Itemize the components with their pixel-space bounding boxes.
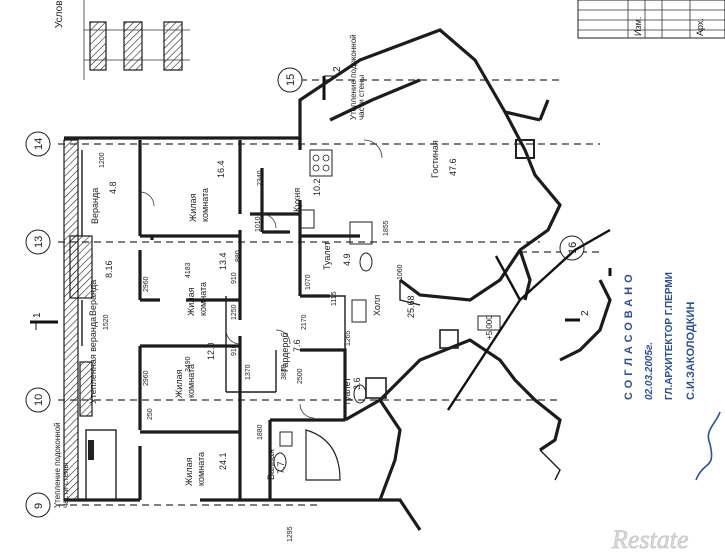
dim-1010: 1010 [255, 216, 262, 232]
stamp-name: С.И.ЗАКОЛОДКИН [685, 302, 697, 400]
dim-910a: 910 [231, 272, 238, 284]
hall-walls [344, 279, 612, 501]
label-veranda-1: Веранда [90, 188, 100, 224]
room-labels: Веранда 4.8 Жилая комната 16.4 Жилая ком… [53, 34, 494, 508]
dim-2960a: 2960 [143, 276, 150, 292]
dim-1115: 1115 [331, 291, 338, 306]
title-block-arh: Арх. [695, 18, 705, 36]
dim-1370: 1370 [245, 364, 252, 380]
area-living-room-1: 16.4 [216, 160, 226, 178]
label-insulation-note-1: Утепление подоконной [53, 422, 62, 508]
dim-910b: 910 [231, 344, 238, 356]
label-living-room-1: Жилая [188, 193, 198, 222]
dimensions: 1200 2340 1010 2960 2960 4183 3490 2170 … [99, 152, 404, 542]
dim-1070: 1070 [305, 274, 312, 290]
dim-4183: 4183 [185, 262, 192, 278]
fixtures [273, 149, 501, 481]
signature [695, 411, 721, 481]
axis-13: 13 [33, 236, 45, 248]
axis-10: 10 [33, 394, 45, 406]
label-living-room-1b: комната [200, 188, 210, 222]
stamp-approved: СОГЛАСОВАНО [623, 270, 635, 400]
label-veranda-2: Веранда [88, 280, 98, 316]
legend-heading: Услов [54, 0, 65, 28]
label-living-room-4: Жилая [184, 457, 194, 486]
stamp-architect: ГЛ.АРХИТЕКТОР Г.ПЕРМИ [664, 272, 675, 400]
dim-1295: 1295 [287, 526, 294, 542]
area-living-hall: 47.6 [448, 158, 458, 176]
label-closet: Гардероб [280, 332, 290, 372]
dim-1520: 1520 [103, 314, 110, 330]
label-living-room-3b: комната [186, 364, 196, 398]
area-kitchen: 10.2 [312, 178, 322, 196]
label-insulation-note-2: части стены [61, 463, 70, 508]
stamp-date: 02.03.2005г. [644, 342, 655, 400]
area-toilet-2: 3.6 [352, 377, 362, 390]
label-bathroom: Ванная [266, 449, 276, 480]
axis-15: 15 [285, 74, 297, 86]
axis-14: 14 [33, 138, 45, 150]
dim-1200: 1200 [99, 152, 106, 168]
dim-2340: 2340 [257, 170, 264, 186]
dim-1855: 1855 [383, 220, 390, 236]
label-hall: Холл [372, 295, 382, 316]
area-hall: 25.68 [406, 295, 416, 318]
dim-3830: 3830 [281, 364, 288, 380]
approval-stamp[interactable]: СОГЛАСОВАНО 02.03.2005г. ГЛ.АРХИТЕКТОР Г… [623, 270, 721, 481]
watermark-logo: Restate [611, 525, 689, 554]
exterior-walls [63, 136, 300, 502]
section-2-right: 2 [580, 310, 591, 316]
dim-1880: 1880 [257, 424, 264, 440]
area-closet: 7.6 [292, 339, 302, 352]
area-living-room-2: 13.4 [218, 252, 228, 270]
dim-3490: 3490 [185, 356, 192, 372]
label-toilet-2: Туалет [342, 378, 352, 406]
section-marks: 1 2 2 [30, 66, 612, 330]
wall-section-details: Услов [54, 0, 190, 80]
title-block-izm: Изм. [633, 17, 643, 36]
dim-250: 250 [147, 408, 154, 420]
elevation-mark: +5.000 [485, 315, 494, 340]
label-toilet-1: Туалет [322, 242, 332, 270]
area-living-room-3: 12.0 [206, 342, 216, 360]
area-bathroom: 7.7 [276, 461, 286, 474]
dim-2500: 2500 [297, 368, 304, 384]
section-1-left: 1 [32, 312, 43, 318]
area-veranda-1: 4.8 [108, 181, 118, 194]
area-living-room-4: 24.1 [218, 452, 228, 470]
dim-2960b: 2960 [143, 370, 150, 386]
doors [139, 139, 383, 419]
dim-1265: 1265 [345, 330, 352, 346]
section-2-top: 2 [332, 66, 343, 72]
label-living-room-3: Жилая [174, 369, 184, 398]
label-living-hall: Гостиная [430, 140, 440, 178]
cut-lines [446, 228, 611, 411]
label-living-room-2: Жилая [186, 287, 196, 316]
area-toilet-1: 4.9 [342, 253, 352, 266]
grid-axes: 14 13 10 9 15 16 [25, 67, 600, 518]
label-kitchen: Кухня [292, 188, 302, 212]
label-insulation-note-3: Утепление подоконной [349, 34, 358, 120]
area-veranda-2: 8.16 [104, 260, 114, 278]
label-living-room-4b: комната [196, 452, 206, 486]
axis-9: 9 [33, 503, 45, 509]
label-insulation-note-4: части стены [357, 75, 366, 120]
title-block: Изм. Арх. [577, 0, 725, 39]
dim-1250: 1250 [231, 304, 238, 320]
axis-16: 16 [567, 242, 579, 254]
dim-880: 880 [235, 250, 242, 262]
dim-1060: 1060 [397, 264, 404, 280]
label-insulated-wall: Утепленная веранда [88, 317, 98, 404]
label-living-room-2b: комната [198, 282, 208, 316]
dim-2170: 2170 [301, 314, 308, 330]
